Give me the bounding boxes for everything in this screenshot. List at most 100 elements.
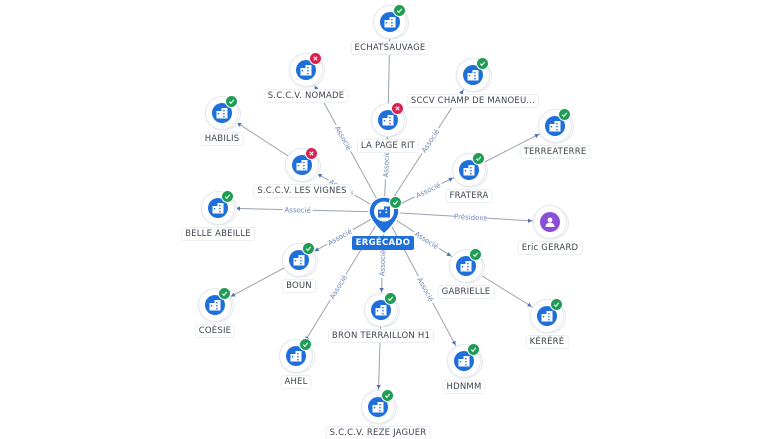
edge-label: Président [454, 213, 487, 223]
building-icon [456, 256, 476, 276]
edge-label-bg [414, 274, 437, 305]
node-label: S.C.C.V. REZE JAGUER [326, 427, 430, 439]
check-icon [389, 196, 402, 209]
building-icon-svg [293, 255, 305, 266]
node-label: TERREATERRE [520, 146, 590, 158]
close-icon [309, 52, 322, 65]
edge-label-bg [282, 205, 313, 215]
edge-label: Associé [328, 274, 349, 301]
building-icon [296, 60, 316, 80]
node-gabrielle[interactable]: GABRIELLE [438, 248, 494, 298]
building-icon [371, 300, 391, 320]
node-label: S.C.C.V. LES VIGNES [254, 185, 350, 197]
edge-label: Associé [413, 230, 440, 251]
check-icon [467, 343, 480, 356]
node-label: AHEL [281, 376, 311, 388]
edge-arrow [534, 134, 539, 138]
building-icon-svg [382, 115, 394, 126]
building-icon [212, 103, 232, 123]
building-icon [380, 12, 400, 32]
node-hdnmm[interactable]: HDNMM [443, 343, 485, 393]
close-icon [391, 102, 404, 115]
edge-arrow [379, 287, 384, 293]
node-label: HDNMM [443, 381, 485, 393]
edge-label: Associé [284, 206, 311, 215]
building-icon-svg [212, 203, 224, 214]
building-icon [289, 250, 309, 270]
node-belle-abeille[interactable]: BELLE ABEILLE [182, 190, 254, 240]
edge-label: Associé [379, 250, 388, 277]
node-bubble [283, 244, 315, 276]
node-label: LA PAGE RIT [357, 140, 419, 152]
node-sccv-champ[interactable]: SCCV CHAMP DE MANOEU... [407, 57, 539, 107]
edge-arrow [317, 173, 323, 178]
node-bubble [374, 6, 406, 38]
node-kerere[interactable]: KÉRÉRÉ [526, 298, 568, 348]
node-coesie[interactable]: COÉSIE [195, 287, 235, 337]
edge-label-bg [381, 149, 391, 180]
node-bubble [531, 300, 563, 332]
check-icon [218, 287, 231, 300]
check-icon [476, 57, 489, 70]
check-icon [550, 298, 563, 311]
node-habilis[interactable]: HABILIS [201, 95, 243, 145]
node-eric-gerard[interactable]: Eric GERARD [518, 206, 582, 254]
node-boun[interactable]: BOUN [283, 242, 315, 292]
edge-label-bg [418, 126, 442, 156]
check-icon [384, 292, 397, 305]
node-label: ECHATSAUVAGE [351, 42, 429, 54]
center-node[interactable] [368, 196, 402, 236]
node-bubble [448, 345, 480, 377]
node-sccv-les-vignes[interactable]: S.C.C.V. LES VIGNES [254, 147, 350, 197]
node-terreaterre[interactable]: TERREATERRE [520, 108, 590, 158]
building-icon [286, 346, 306, 366]
node-label: S.C.C.V. NOMADE [264, 90, 348, 102]
building-icon-svg [300, 65, 312, 76]
building-icon-svg [541, 311, 553, 322]
building-icon-svg [290, 351, 302, 362]
edge-arrow [314, 247, 320, 252]
node-bubble [290, 54, 322, 86]
edge-label-bg [332, 123, 355, 154]
building-icon-svg [463, 165, 475, 176]
node-label: BRON TERRAILLON H1 [328, 330, 434, 342]
node-label: HABILIS [201, 133, 243, 145]
check-icon [472, 152, 485, 165]
building-icon-svg [372, 402, 384, 413]
edge-arrow [376, 384, 381, 390]
node-bron-terraillon[interactable]: BRON TERRAILLON H1 [328, 292, 434, 342]
node-label: BOUN [283, 280, 315, 292]
edge-label-bg [324, 226, 355, 248]
building-icon-svg [296, 160, 308, 171]
node-echatsauvage[interactable]: ECHATSAUVAGE [351, 4, 429, 54]
check-icon [221, 190, 234, 203]
building-icon [208, 198, 228, 218]
node-bubble [457, 59, 489, 91]
node-label: COÉSIE [195, 325, 235, 337]
edge-arrow [446, 252, 451, 257]
edge-label-bg [455, 212, 486, 223]
edge-label-bg [327, 271, 350, 302]
building-icon-svg [549, 121, 561, 132]
building-icon-svg [460, 261, 472, 272]
building-icon [459, 160, 479, 180]
edge-label: Associé [420, 128, 441, 155]
center-node-label: ERGÉCADO [352, 236, 414, 250]
edge-arrow [448, 177, 453, 182]
node-label: GABRIELLE [438, 286, 494, 298]
node-ahel[interactable]: AHEL [280, 338, 312, 388]
node-la-page-rit[interactable]: LA PAGE RIT [357, 102, 419, 152]
node-sccv-reze[interactable]: S.C.C.V. REZE JAGUER [326, 389, 430, 439]
edge-arrow [527, 218, 533, 223]
edge-arrow [459, 90, 464, 95]
node-bubble [534, 206, 566, 238]
check-icon [393, 4, 406, 17]
building-icon-svg [375, 305, 387, 316]
node-bubble [202, 192, 234, 224]
node-sccv-nomade[interactable]: S.C.C.V. NOMADE [264, 52, 348, 102]
edge-label: Associé [333, 125, 353, 152]
person-icon [540, 212, 560, 232]
edge-label-bg [377, 247, 387, 279]
building-icon [205, 295, 225, 315]
node-fratera[interactable]: FRATERA [446, 152, 492, 202]
